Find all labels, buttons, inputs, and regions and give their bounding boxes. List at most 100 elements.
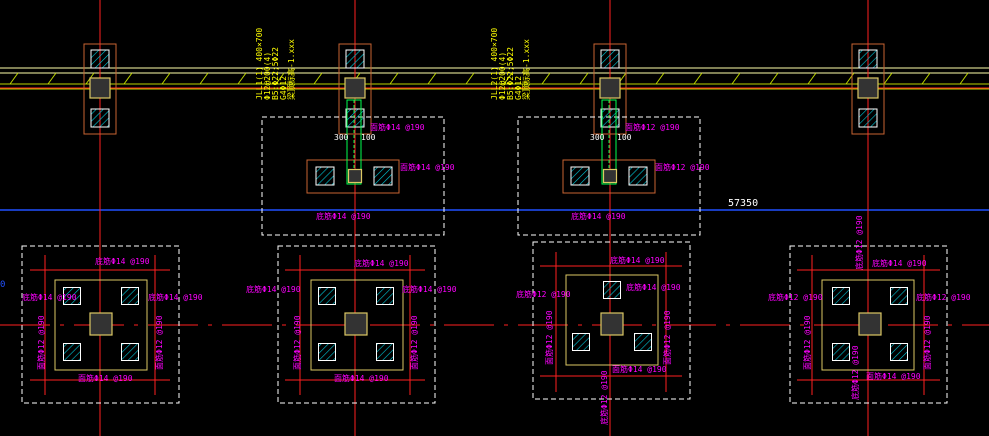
svg-text:G4Φ12: G4Φ12 — [279, 76, 288, 100]
svg-text:Φ12@200(4): Φ12@200(4) — [498, 52, 507, 100]
pile-square — [315, 166, 335, 186]
rebar-label: 底筋Φ14 @190 — [626, 282, 681, 292]
pile-square — [890, 287, 908, 305]
beam-hatch-tick — [47, 72, 57, 85]
rebar-label: 面筋Φ14 @190 — [400, 162, 455, 172]
pile-square — [90, 49, 110, 69]
beam-hatch-tick — [199, 72, 209, 85]
beam-hatch-tick — [883, 72, 893, 85]
pile-square — [318, 287, 336, 305]
beam-hatch-tick — [313, 72, 323, 85]
svg-text:面筋Φ12 @190: 面筋Φ12 @190 — [292, 315, 302, 370]
rebar-label: 面筋Φ14 @190 — [334, 373, 389, 383]
grid-axes-vertical — [99, 0, 869, 436]
column-stack[interactable] — [593, 43, 627, 135]
dimension-label-57350: 57350 — [728, 198, 758, 209]
svg-text:梁顶标高-1.xxx: 梁顶标高-1.xxx — [286, 39, 296, 100]
beam-hatch-tick — [503, 72, 513, 85]
svg-text:JLL2(1) 400×700: JLL2(1) 400×700 — [490, 28, 499, 100]
pile-cap-group — [570, 166, 648, 186]
rebar-label: 底筋Φ14 @190 — [354, 258, 409, 268]
svg-text:面筋Φ12 @190: 面筋Φ12 @190 — [36, 315, 46, 370]
pile-square — [628, 166, 648, 186]
svg-text:G4Φ12: G4Φ12 — [514, 76, 523, 100]
rebar-label: 底筋Φ14 @190 — [571, 211, 626, 221]
rebar-label: 底筋Φ14 @190 — [402, 284, 457, 294]
svg-text:JLL1(1) 400×700: JLL1(1) 400×700 — [255, 28, 264, 100]
pile-square — [600, 108, 620, 128]
pile-square — [634, 333, 652, 351]
svg-text:B5:Φ22;5Φ22: B5:Φ22;5Φ22 — [506, 47, 515, 100]
dim-300-right: 300 — [590, 133, 605, 142]
pile-square — [603, 281, 621, 299]
svg-text:Φ12@200(4): Φ12@200(4) — [263, 52, 272, 100]
pile-cap-group — [315, 166, 393, 186]
column-stack[interactable] — [83, 43, 117, 135]
footing-rebar-lines — [30, 252, 940, 395]
pile-square — [318, 343, 336, 361]
bottom-footing-1[interactable] — [21, 245, 180, 404]
svg-text:底筋Φ12 @190: 底筋Φ12 @190 — [850, 345, 860, 400]
rebar-label: 面筋Φ12 @190 — [655, 162, 710, 172]
column-outline — [83, 43, 117, 135]
left-edge-marker: 0 — [0, 280, 5, 290]
column-core — [600, 312, 624, 336]
beam-hatch-tick — [123, 72, 133, 85]
beam-hatch-tick — [693, 72, 703, 85]
mid-footing-left[interactable] — [261, 99, 445, 236]
column-outline — [593, 43, 627, 135]
pile-cap-group — [832, 287, 908, 361]
column-stack[interactable] — [851, 43, 885, 135]
column-outline — [851, 43, 885, 135]
rebar-annotations-vertical: 面筋Φ12 @190 面筋Φ12 @190 面筋Φ12 @190 面筋Φ12 @… — [36, 215, 932, 425]
rebar-label: 面筋Φ14 @190 — [866, 371, 921, 381]
column-core — [857, 77, 879, 99]
pile-cap-group — [572, 281, 652, 351]
rebar-label: 底筋Φ14 @190 — [872, 258, 927, 268]
column-stack[interactable] — [338, 43, 372, 135]
dim-100-left: 100 — [361, 133, 376, 142]
rebar-label: 底筋Φ12 @190 — [916, 292, 971, 302]
column-core — [89, 312, 113, 336]
bottom-footing-4[interactable] — [789, 245, 948, 404]
column-core — [344, 312, 368, 336]
svg-text:底筋Φ12 @190: 底筋Φ12 @190 — [599, 370, 609, 425]
grid-axes-horizontal — [0, 87, 989, 326]
bottom-footing-3[interactable] — [532, 241, 691, 400]
mid-footing-right[interactable] — [517, 99, 701, 236]
rebar-label: 底筋Φ14 @190 — [246, 284, 301, 294]
beam-hatch-tick — [731, 72, 741, 85]
rebar-label: 底筋Φ14 @190 — [95, 256, 150, 266]
svg-text:面筋Φ12 @190: 面筋Φ12 @190 — [409, 315, 419, 370]
dim-300-left: 300 — [334, 133, 349, 142]
column-core — [602, 168, 618, 184]
beam-hatch-tick — [9, 72, 19, 85]
pile-square — [570, 166, 590, 186]
svg-text:B5:Φ22;5Φ22: B5:Φ22;5Φ22 — [271, 47, 280, 100]
svg-text:面筋Φ12 @190: 面筋Φ12 @190 — [544, 310, 554, 365]
beam-hatch-tick — [465, 72, 475, 85]
beam-hatch-tick — [959, 72, 969, 85]
pile-square — [63, 343, 81, 361]
foundation-beam-strip — [0, 67, 989, 90]
pile-square — [376, 287, 394, 305]
beam-hatch-tick — [807, 72, 817, 85]
pile-square — [890, 343, 908, 361]
svg-text:面筋Φ12 @190: 面筋Φ12 @190 — [802, 315, 812, 370]
column-outline — [338, 43, 372, 135]
column-core — [344, 77, 366, 99]
pile-square — [376, 343, 394, 361]
pile-square — [858, 108, 878, 128]
beam-hatch-tick — [275, 72, 285, 85]
svg-text:梁顶标高-1.xxx: 梁顶标高-1.xxx — [521, 39, 531, 100]
column-core — [599, 77, 621, 99]
beam2-annotation: JLL2(1) 400×700 Φ12@200(4) B5:Φ22;5Φ22 G… — [490, 28, 531, 100]
beam-hatch-tick — [769, 72, 779, 85]
bottom-footing-2[interactable] — [277, 245, 436, 404]
pile-square — [345, 108, 365, 128]
rebar-label: 底筋Φ12 @190 — [768, 292, 823, 302]
beam-hatch-tick — [427, 72, 437, 85]
beam-hatch-tick — [161, 72, 171, 85]
rebar-label: 面筋Φ14 @190 — [612, 364, 667, 374]
